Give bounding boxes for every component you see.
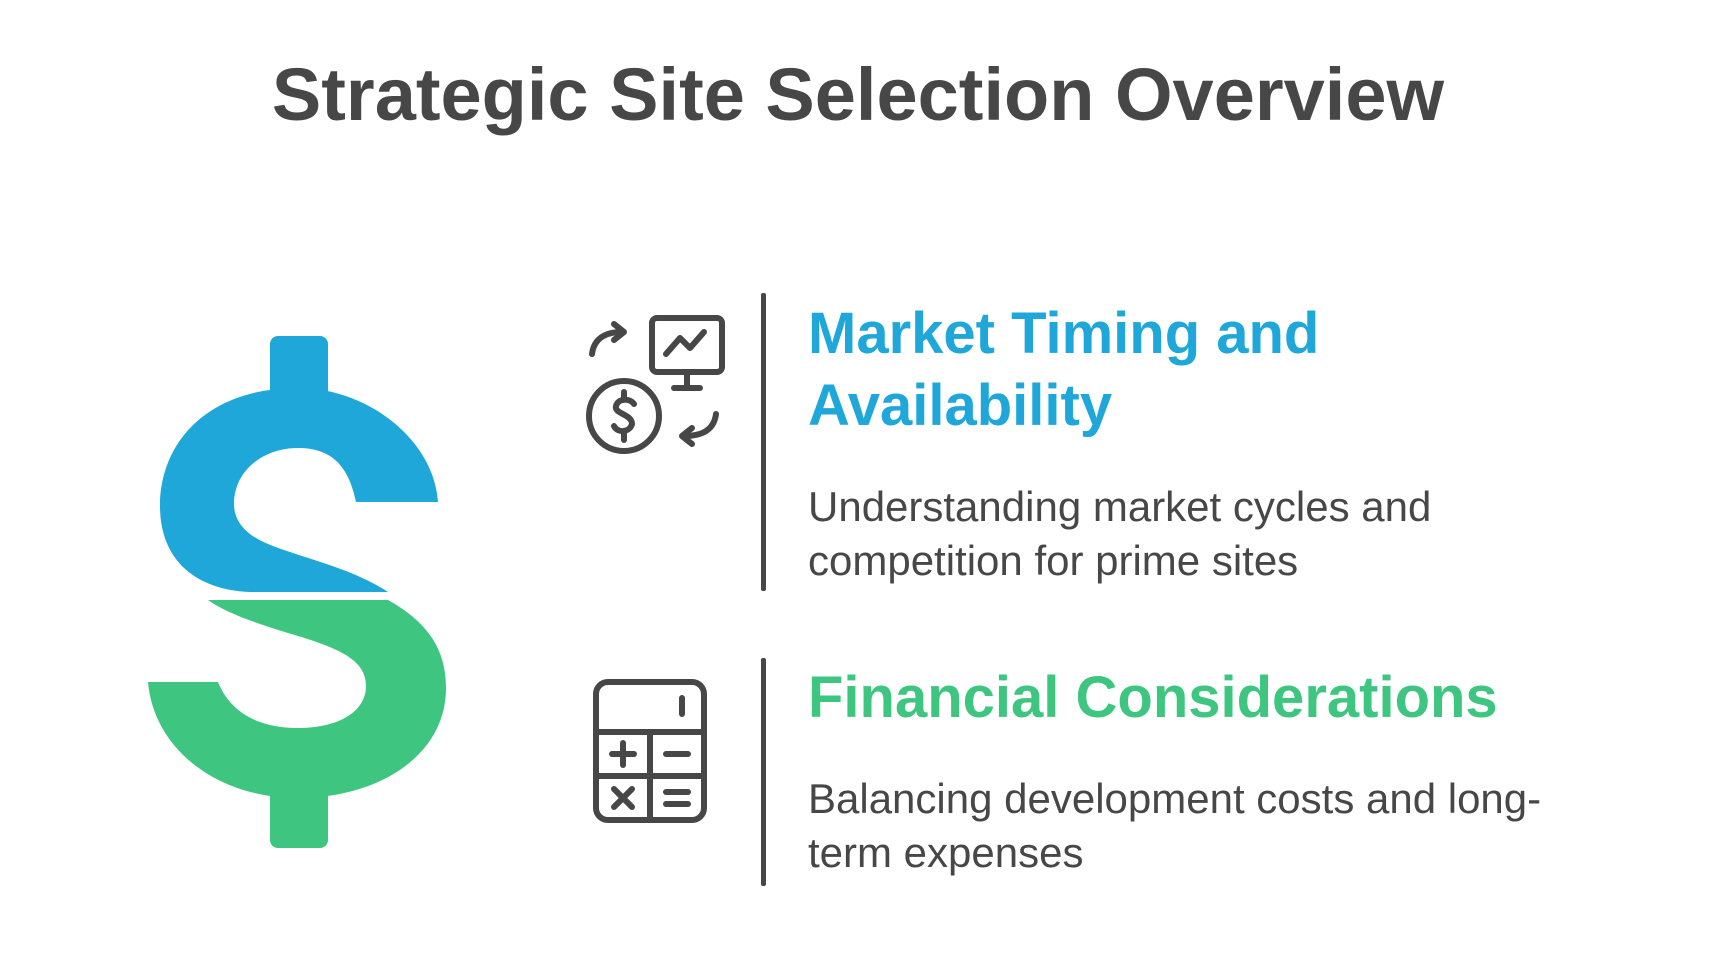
- divider-market: [761, 293, 766, 591]
- divider-finance: [761, 658, 766, 886]
- market-timing-description: Understanding market cycles and competit…: [808, 483, 1432, 584]
- dollar-bottom-half: [148, 600, 446, 848]
- financial-considerations-heading: Financial Considerations: [808, 665, 1498, 730]
- market-timing-heading: Market Timing and Availability: [808, 301, 1320, 438]
- financial-considerations-description: Balancing development costs and long-ter…: [808, 775, 1542, 876]
- page-title: Strategic Site Selection Overview: [271, 53, 1445, 136]
- dollar-sign-icon: [148, 336, 446, 848]
- market-timing-icon: [586, 315, 725, 454]
- dollar-top-half: [160, 336, 438, 592]
- calculator-icon: [593, 679, 707, 823]
